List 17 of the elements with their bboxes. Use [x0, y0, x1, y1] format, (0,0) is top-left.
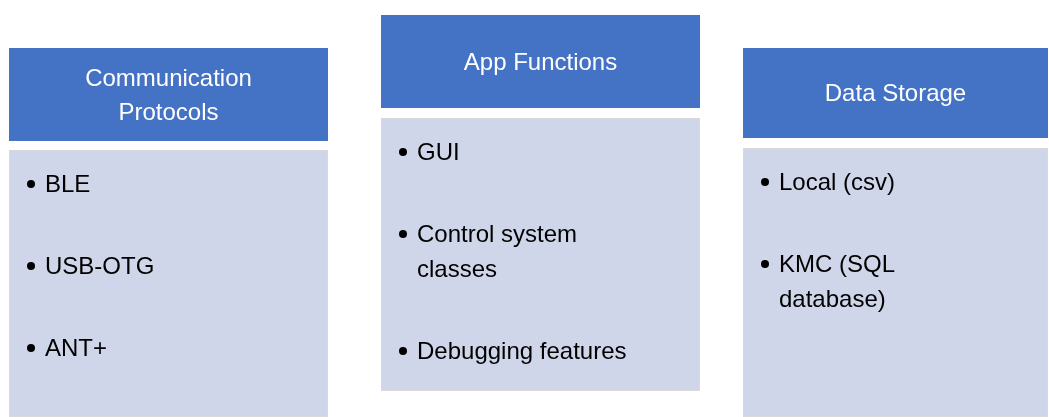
list-item: Control system classes [417, 219, 579, 284]
list-item: ANT+ [45, 333, 107, 363]
list-item: USB-OTG [45, 251, 155, 281]
header-title: Communication Protocols [84, 62, 253, 127]
list-item: BLE [45, 169, 91, 199]
header-title: App Functions [463, 46, 618, 77]
header-title: Data Storage [824, 78, 967, 108]
list-item: Debugging features [417, 336, 627, 366]
list-item: GUI [417, 137, 460, 167]
list-panel [9, 150, 328, 417]
list-item: Local (csv) [779, 167, 896, 197]
list-panel [381, 118, 700, 391]
header-box [381, 15, 700, 108]
list-panel [743, 148, 1048, 417]
header-box [9, 48, 328, 141]
header-box [743, 48, 1048, 138]
list-item: KMC (SQL database) [779, 249, 896, 314]
